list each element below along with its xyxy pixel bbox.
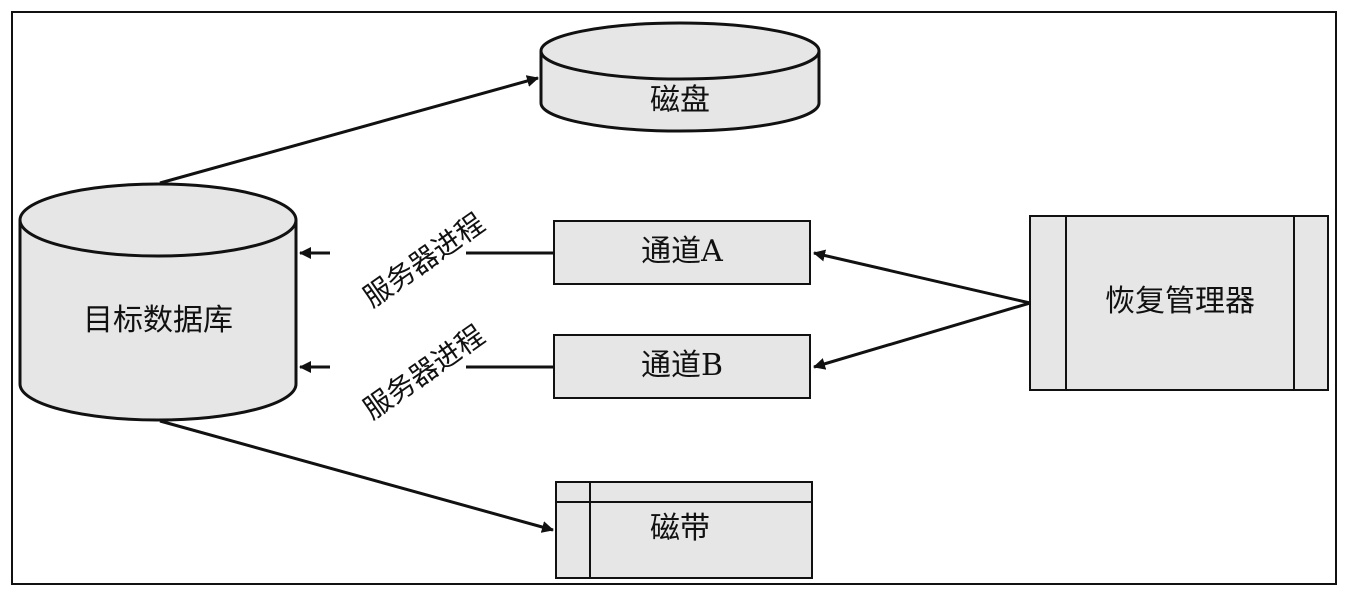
tape-label: 磁带 xyxy=(650,511,710,546)
edge-manager-to-channel-a xyxy=(813,249,1031,305)
edge-label-channel-a: 服务器进程 xyxy=(357,207,491,314)
channel-b-node: 通道B xyxy=(553,334,811,399)
target-database-cylinder-top xyxy=(18,182,298,258)
recovery-manager-label: 恢复管理器 xyxy=(1105,284,1255,319)
target-database-cylinder-body xyxy=(18,220,298,422)
target-database-node: 目标数据库 xyxy=(18,182,298,422)
channel-a-node: 通道A xyxy=(553,220,811,285)
channel-a-label: 通道A xyxy=(641,234,723,269)
diagram-frame xyxy=(11,11,1337,585)
disk-node: 磁盘 xyxy=(539,21,821,133)
target-database-label: 目标数据库 xyxy=(83,303,233,338)
tape-node: 磁带 xyxy=(555,481,813,579)
recovery-manager-node: 恢复管理器 xyxy=(1029,215,1329,391)
tape-box xyxy=(555,481,813,579)
edge-target-db-to-tape xyxy=(159,419,554,533)
disk-label: 磁盘 xyxy=(650,83,710,118)
channel-a-box xyxy=(553,220,811,285)
recovery-manager-box xyxy=(1029,215,1329,391)
disk-cylinder-top xyxy=(539,21,821,81)
edge-label-channel-b: 服务器进程 xyxy=(357,319,491,426)
edge-manager-to-channel-b xyxy=(813,301,1031,370)
channel-b-label: 通道B xyxy=(641,348,723,383)
channel-b-box xyxy=(553,334,811,399)
edge-target-db-to-disk xyxy=(159,75,539,185)
